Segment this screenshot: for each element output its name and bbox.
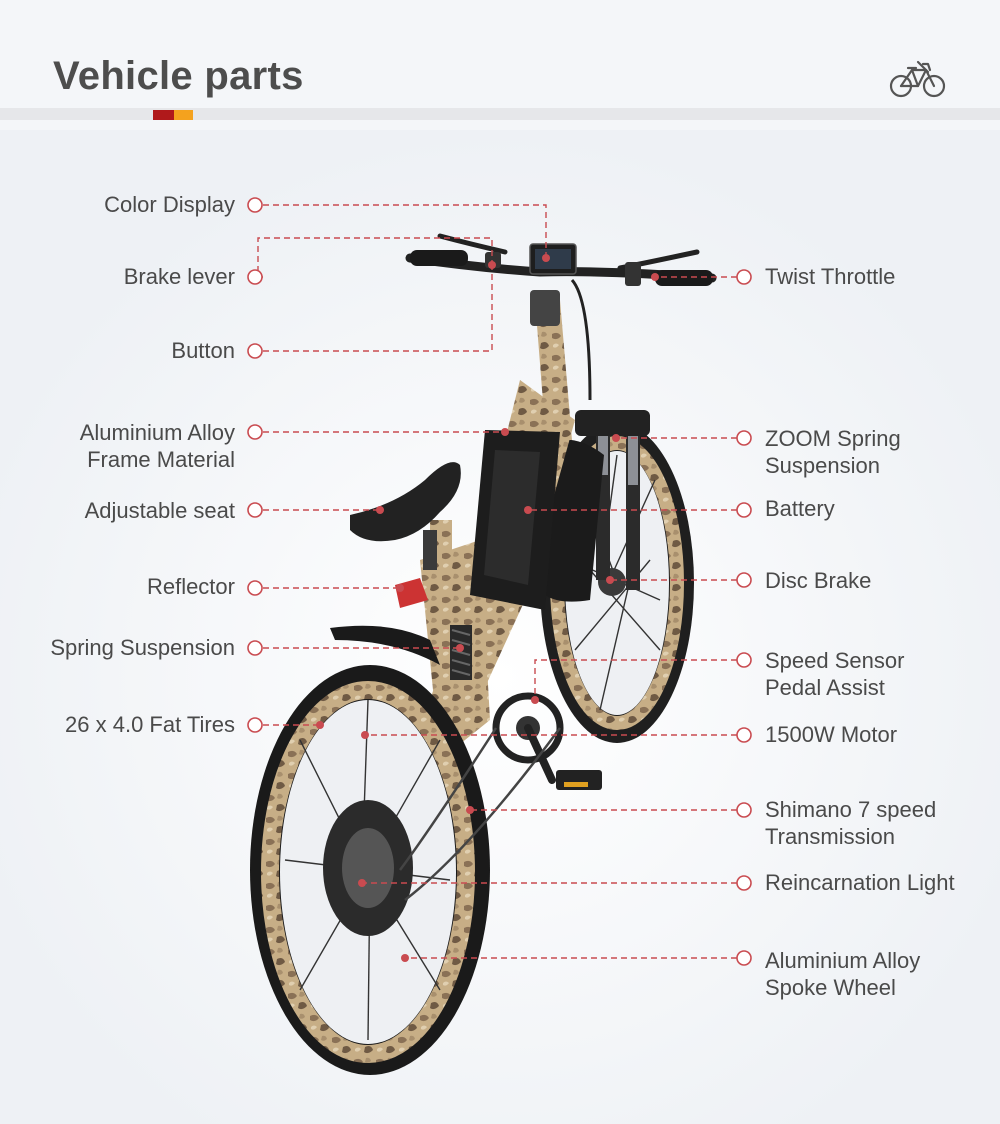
label-frame-material: Aluminium Alloy Frame Material <box>79 420 235 472</box>
header-band <box>0 108 1000 120</box>
marker-frame-material <box>247 424 263 440</box>
marker-transmission <box>736 802 752 818</box>
marker-adjustable-seat <box>247 502 263 518</box>
label-zoom-suspension: ZOOM Spring Suspension <box>765 426 901 478</box>
label-reflector: Reflector <box>146 574 235 599</box>
marker-speed-sensor <box>736 652 752 668</box>
bicycle-icon <box>889 60 946 98</box>
reflector <box>395 578 428 608</box>
marker-motor <box>736 727 752 743</box>
accent-bar-orange <box>174 110 193 120</box>
label-color-display: Color Display <box>104 192 235 217</box>
rear-wheel <box>250 665 490 1075</box>
label-light: Reincarnation Light <box>765 870 955 895</box>
marker-brake-lever <box>247 269 263 285</box>
marker-light <box>736 875 752 891</box>
label-twist-throttle: Twist Throttle <box>765 264 896 289</box>
seat <box>350 462 461 570</box>
leader-lines <box>257 204 737 959</box>
label-fat-tires: 26 x 4.0 Fat Tires <box>65 712 235 737</box>
label-speed-sensor: Speed Sensor Pedal Assist <box>765 648 905 700</box>
marker-battery <box>736 502 752 518</box>
marker-twist-throttle <box>736 269 752 285</box>
marker-reflector <box>247 580 263 596</box>
page-title: Vehicle parts <box>53 54 304 98</box>
drivetrain <box>398 692 602 901</box>
header: Vehicle parts <box>0 0 1000 130</box>
label-battery: Battery <box>765 496 835 521</box>
label-spring-suspension: Spring Suspension <box>50 635 235 660</box>
rear-fender <box>330 625 440 665</box>
marker-button <box>247 343 263 359</box>
label-brake-lever: Brake lever <box>123 264 235 289</box>
label-disc-brake: Disc Brake <box>765 568 872 593</box>
marker-spring-suspension <box>247 640 263 656</box>
accent-bar-red <box>153 110 174 120</box>
label-motor: 1500W Motor <box>765 722 898 747</box>
marker-zoom-suspension <box>736 430 752 446</box>
marker-color-display <box>247 197 263 213</box>
label-spoke-wheel: Aluminium Alloy Spoke Wheel <box>765 948 921 1000</box>
rear-shock <box>450 625 472 680</box>
marker-spoke-wheel <box>736 950 752 966</box>
label-adjustable-seat: Adjustable seat <box>84 498 235 523</box>
label-transmission: Shimano 7 speed Transmission <box>765 797 937 849</box>
marker-fat-tires <box>247 717 263 733</box>
marker-disc-brake <box>736 572 752 588</box>
label-button: Button <box>171 338 235 363</box>
